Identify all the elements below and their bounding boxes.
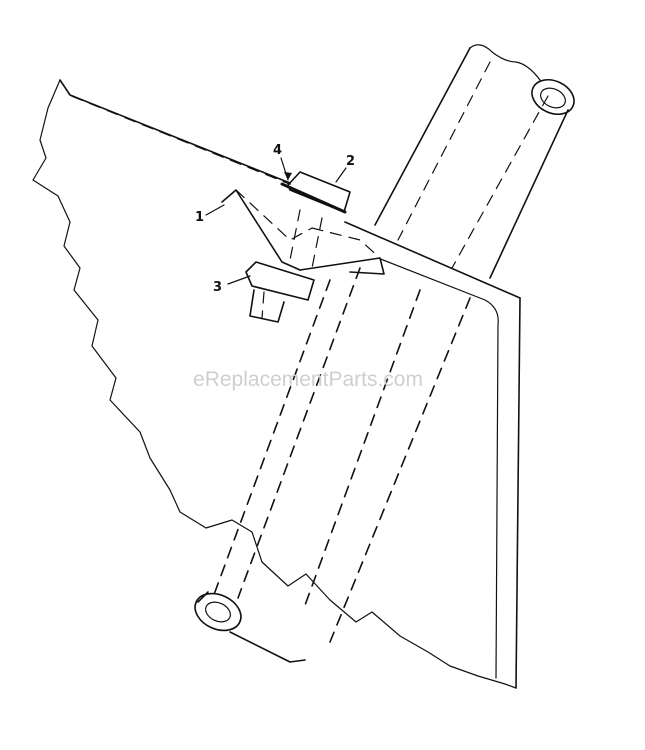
plate-bend-line (377, 257, 499, 679)
bolt-stub-hidden (261, 291, 265, 319)
bracket-right-arm (299, 257, 385, 275)
tube-top-break (469, 44, 541, 81)
callout-3: 3 (213, 280, 222, 295)
bolt-hidden-shaft (289, 209, 323, 269)
bracket-left-arm (221, 189, 301, 271)
clamp-bracket (221, 189, 385, 275)
plate-torn-edge (32, 79, 517, 689)
plate-top-edge-right (344, 221, 521, 299)
callout-2: 2 (346, 154, 355, 169)
tube-upper-end-inner (540, 87, 566, 109)
plate-top-edge (59, 79, 291, 184)
nut (245, 261, 315, 323)
tube-upper-hidden-line-2 (451, 95, 549, 269)
bolt-stub (249, 289, 285, 323)
bracket-hidden-left (235, 189, 313, 241)
tube-upper-right-edge (489, 109, 569, 279)
callout-leaders (205, 157, 347, 285)
spacer (280, 171, 351, 269)
tube-hidden-left-inner (237, 267, 361, 599)
tube-lower-end-outer (194, 592, 242, 632)
tube-upper-end-outer (531, 78, 575, 116)
washer-strip (280, 182, 347, 214)
nut-body (245, 261, 315, 301)
tube-lower-end-inner (205, 601, 231, 623)
leader-2 (335, 167, 347, 183)
tube (194, 44, 575, 663)
plate-right-edge (515, 297, 521, 689)
watermark-text: eReplacementParts.com (193, 368, 423, 391)
tube-hidden-left-edge (211, 279, 331, 601)
tube-hidden-right-edge (329, 297, 471, 643)
callout-1: 1 (195, 210, 204, 225)
tube-upper-hidden-line (397, 61, 491, 241)
tube-hidden-right-inner (303, 289, 421, 609)
plate (32, 79, 521, 689)
spacer-body (287, 171, 351, 213)
tube-upper-left-edge (374, 47, 471, 226)
tube-lower-bottom-edge (229, 631, 306, 663)
leader-1 (205, 204, 225, 216)
callout-4: 4 (273, 143, 282, 158)
leader-4-arrowhead (284, 172, 292, 180)
leader-3 (227, 275, 251, 285)
bracket-hidden-right (311, 227, 381, 259)
plate-top-edge-hidden (71, 95, 291, 185)
